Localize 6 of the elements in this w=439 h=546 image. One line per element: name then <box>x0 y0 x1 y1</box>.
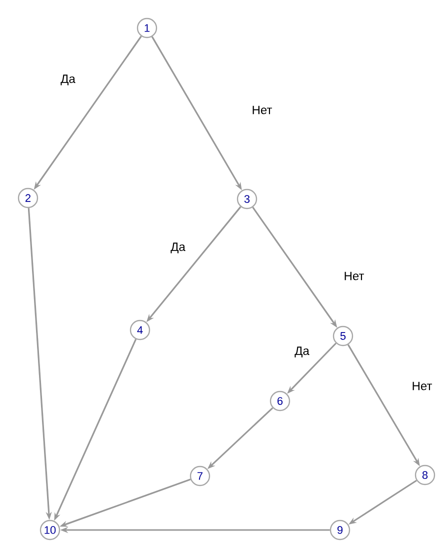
edge-label: Да <box>170 242 186 254</box>
edge-label: Нет <box>342 270 366 282</box>
edge-label: Да <box>294 346 310 358</box>
edge-label: Нет <box>410 380 434 392</box>
edge-label: Да <box>60 74 76 86</box>
edge-label: Нет <box>250 104 274 116</box>
